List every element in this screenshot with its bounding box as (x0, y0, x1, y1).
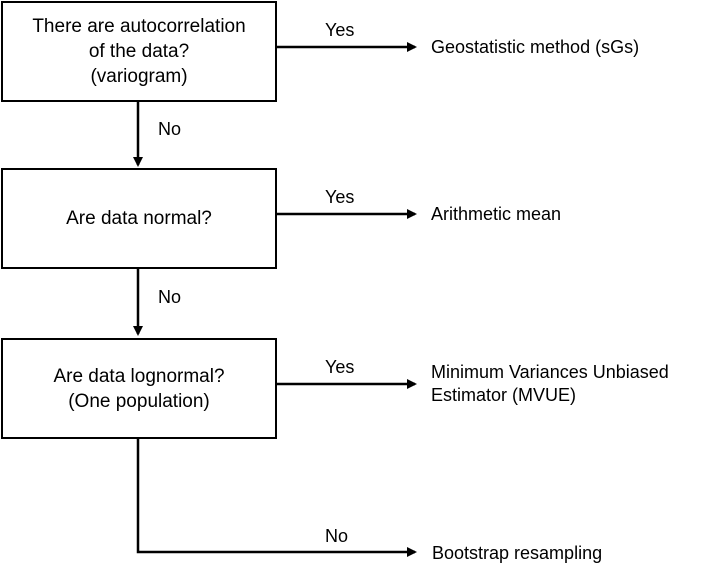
outcome-mvue-line2: Estimator (MVUE) (431, 385, 577, 405)
outcome-geostatistic: Geostatistic method (sGs) (431, 37, 640, 57)
decision-autocorrelation-line1: There are autocorrelation (32, 16, 246, 37)
yes-label-1: Yes (325, 20, 355, 40)
decision-autocorrelation: There are autocorrelation of the data? (… (1, 1, 277, 102)
no-label-1: No (158, 119, 182, 139)
decision-normal: Are data normal? (1, 168, 277, 269)
yes-label-3: Yes (325, 357, 355, 377)
decision-lognormal-line1: Are data lognormal? (53, 365, 225, 387)
no-arrow-3 (136, 438, 417, 557)
outcome-mvue-line1: Minimum Variances Unbiased (431, 362, 669, 382)
decision-lognormal-line2: (One population) (68, 390, 210, 412)
decision-autocorrelation-line3: (variogram) (90, 66, 188, 87)
no-label-3: No (325, 526, 349, 546)
outcome-mvue: Minimum Variances Unbiased Estimator (MV… (431, 361, 669, 407)
decision-lognormal: Are data lognormal? (One population) (1, 338, 277, 439)
yes-label-2: Yes (325, 187, 355, 207)
outcome-bootstrap: Bootstrap resampling (432, 543, 603, 563)
decision-normal-line1: Are data normal? (66, 208, 212, 229)
decision-autocorrelation-line2: of the data? (88, 41, 190, 62)
outcome-arithmetic-mean: Arithmetic mean (431, 204, 562, 224)
no-label-2: No (158, 287, 182, 307)
